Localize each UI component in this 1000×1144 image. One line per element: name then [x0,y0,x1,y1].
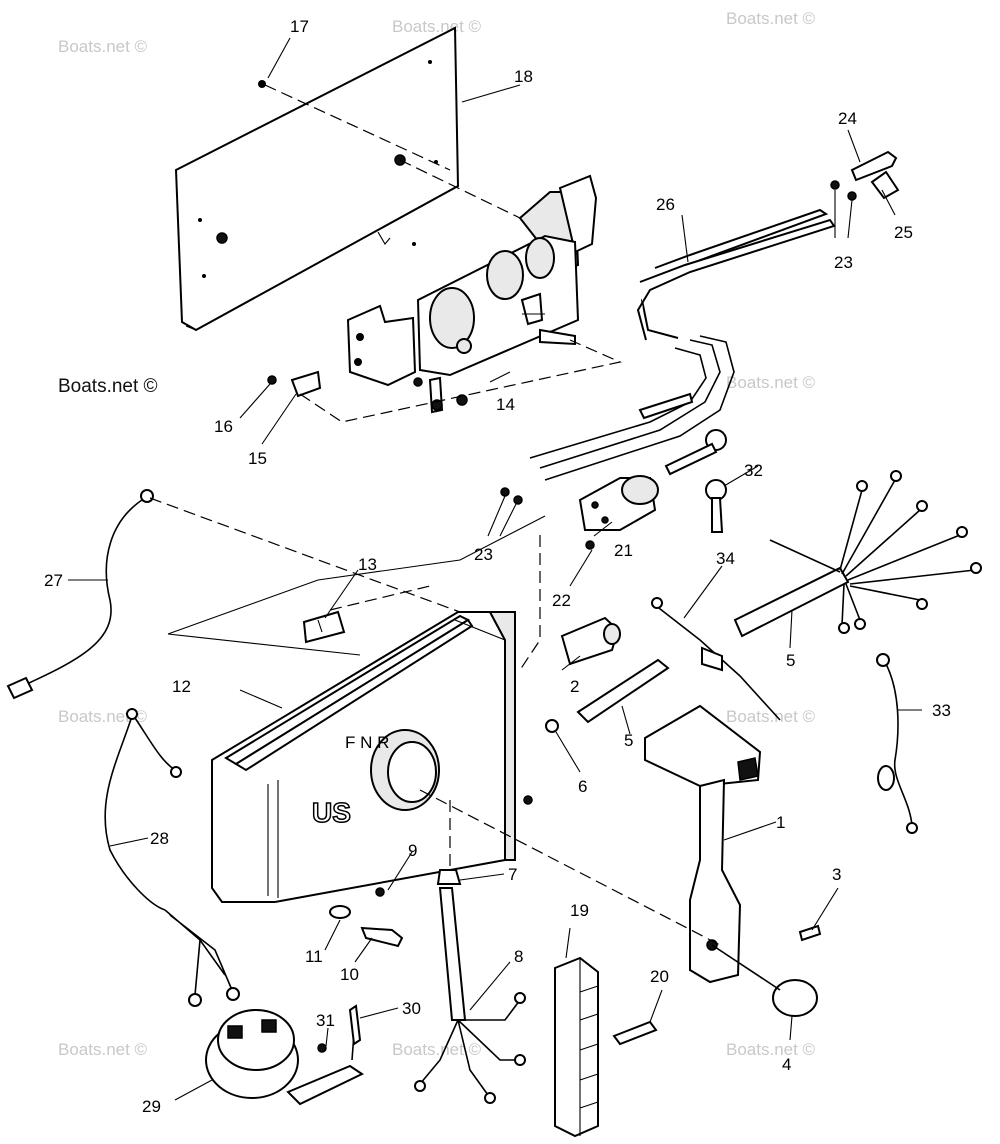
callout-10: 10 [340,965,359,984]
callout-33: 33 [932,701,951,720]
fasteners [329,887,404,1046]
watermark-text: Boats.net © [392,17,482,36]
callout-29: 29 [142,1097,161,1116]
callout-24: 24 [838,109,857,128]
lever-block [267,370,322,398]
wire-harness [651,470,982,834]
callout-3: 3 [832,865,841,884]
wire-8 [414,869,526,1104]
callout-21: 21 [614,541,633,560]
callout-leaders [68,37,922,1101]
watermark-text: Boats.net © [58,1040,148,1059]
ignition-switch [500,475,659,550]
callout-26: 26 [656,195,675,214]
watermark-text: Boats.net © [726,9,816,28]
mounting-plate [174,26,460,332]
callout-11: 11 [305,947,323,966]
callout-23: 23 [834,253,853,272]
watermark-text: Boats.net © [392,1040,482,1059]
callout-17: 17 [290,17,309,36]
assembly-lines [149,84,721,946]
cable-ends [830,150,900,201]
keys [664,429,727,533]
callout-labels: 1 2 3 4 5 5 6 7 8 9 10 11 12 13 14 15 16… [44,17,951,1116]
callout-9: 9 [408,841,417,860]
switch [560,616,621,666]
callout-12: 12 [172,677,191,696]
watermark-text: Boats.net © [58,37,148,56]
sleeve [545,658,670,733]
wire-27 [6,489,154,700]
callout-23: 23 [474,545,493,564]
housing-logo: US [312,797,351,828]
callout-4: 4 [782,1055,791,1074]
callout-32: 32 [744,461,763,480]
callout-27: 27 [44,571,63,590]
callout-5: 5 [624,731,633,750]
watermark-text: Boats.net © [58,707,148,726]
callout-30: 30 [402,999,421,1018]
callout-25: 25 [894,223,913,242]
callout-28: 28 [150,829,169,848]
buzzer [205,1009,365,1106]
clip [302,610,346,644]
watermark-text: Boats.net © [726,707,816,726]
watermark-text: Boats.net © [726,1040,816,1059]
callout-16: 16 [214,417,233,436]
callout-34: 34 [716,549,735,568]
callout-2: 2 [570,677,579,696]
callout-18: 18 [514,67,533,86]
callout-20: 20 [650,967,669,986]
callout-7: 7 [508,865,517,884]
control-housing: F N R US [211,611,533,903]
watermark-text: Boats.net © [58,376,158,397]
callout-14: 14 [496,395,515,414]
callout-1: 1 [776,813,785,832]
gear-letters: F N R [345,733,389,752]
control-handle [644,704,822,1017]
watermark-text: Boats.net © [726,373,816,392]
callout-15: 15 [248,449,267,468]
callout-6: 6 [578,777,587,796]
callout-13: 13 [358,555,377,574]
control-cables [529,208,836,481]
callout-31: 31 [316,1011,335,1030]
callout-5: 5 [786,651,795,670]
callout-19: 19 [570,901,589,920]
wire-28 [104,708,240,1007]
terminal-block [554,956,658,1138]
callout-22: 22 [552,591,571,610]
shift-mechanism [346,174,598,414]
callout-8: 8 [514,947,523,966]
